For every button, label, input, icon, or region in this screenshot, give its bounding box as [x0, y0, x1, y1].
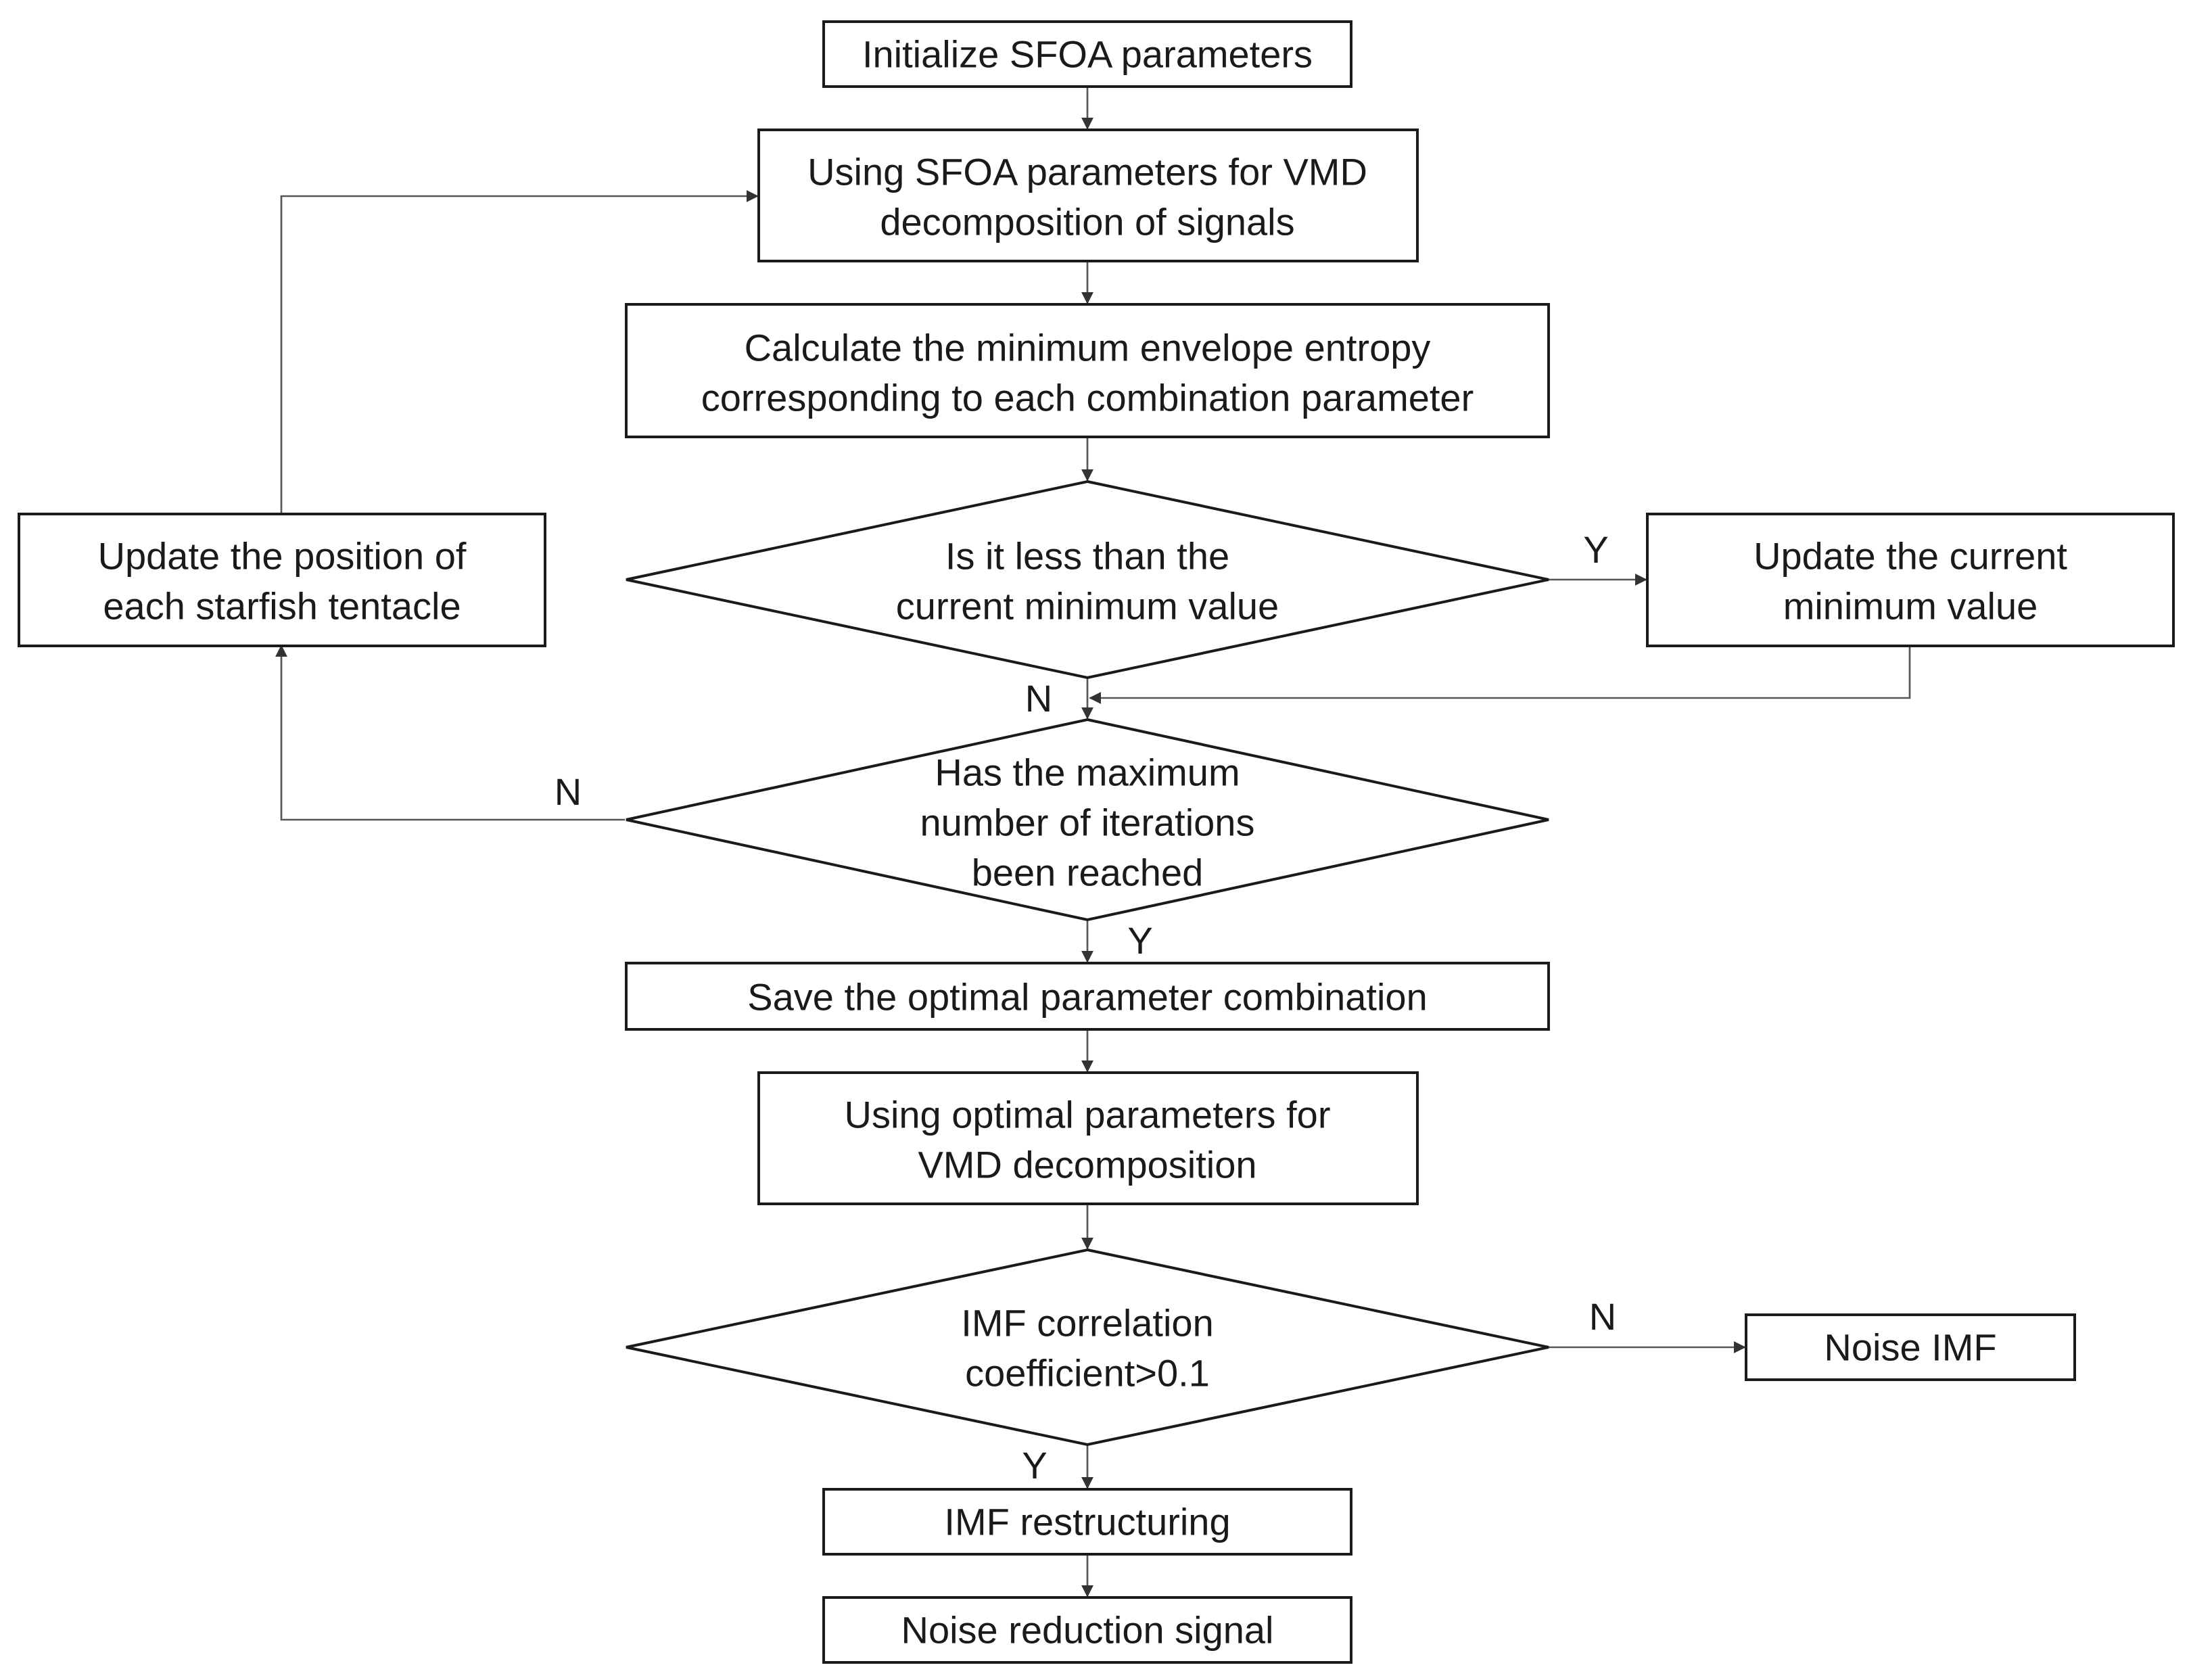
- node-label-line-1: Update the current: [1753, 535, 2067, 578]
- edge-update-min-return: [1089, 646, 1911, 704]
- node-vmd-sfoa: Using SFOA parameters for VMD decomposit…: [757, 129, 1419, 262]
- node-save-optimal: Save the optimal parameter combination: [625, 962, 1550, 1031]
- node-label-line-2: current minimum value: [896, 585, 1279, 628]
- label-corr-yes: Y: [1022, 1444, 1047, 1487]
- node-label: IMF restructuring: [944, 1501, 1230, 1543]
- label-corr-no: N: [1589, 1295, 1616, 1338]
- node-label: Save the optimal parameter combination: [747, 976, 1427, 1019]
- node-label-line-1: Using SFOA parameters for VMD: [807, 151, 1367, 193]
- node-label-line-1: Update the position of: [98, 535, 467, 578]
- label-iter-no: N: [555, 770, 582, 813]
- node-label-line-1: Has the maximum: [935, 751, 1240, 794]
- edge-update-pos-to-vmd: [280, 190, 759, 514]
- label-less-yes: Y: [1583, 528, 1608, 571]
- decision-imf-correlation: IMF correlation coefficient>0.1: [626, 1248, 1549, 1447]
- node-initialize-sfoa: Initialize SFOA parameters: [822, 20, 1352, 88]
- node-vmd-optimal: Using optimal parameters for VMD decompo…: [757, 1071, 1419, 1205]
- node-label-line-3: been reached: [972, 851, 1204, 894]
- node-update-min: Update the current minimum value: [1646, 513, 2175, 647]
- label-iter-yes: Y: [1127, 919, 1152, 962]
- node-label-line-1: Using optimal parameters for: [845, 1094, 1331, 1136]
- node-label-line-2: each starfish tentacle: [103, 585, 461, 628]
- node-calc-entropy: Calculate the minimum envelope entropy c…: [625, 303, 1550, 438]
- node-label: Noise IMF: [1824, 1326, 1996, 1369]
- edges: [275, 87, 1911, 1597]
- edge-labels: Y N N Y N Y: [555, 528, 1616, 1487]
- node-label: Noise reduction signal: [901, 1609, 1274, 1652]
- decision-max-iterations: Has the maximum number of iterations bee…: [626, 718, 1549, 922]
- node-label-line-2: coefficient>0.1: [965, 1352, 1210, 1395]
- node-label-line-2: decomposition of signals: [880, 201, 1294, 243]
- decision-less-than-min: Is it less than the current minimum valu…: [626, 480, 1549, 680]
- label-less-no: N: [1025, 677, 1052, 720]
- node-noise-imf: Noise IMF: [1745, 1313, 2076, 1381]
- node-label-line-2: corresponding to each combination parame…: [701, 377, 1474, 419]
- node-label-line-1: Is it less than the: [945, 535, 1229, 578]
- node-label-line-1: IMF correlation: [961, 1302, 1213, 1345]
- node-label-line-1: Calculate the minimum envelope entropy: [745, 327, 1431, 369]
- node-label-line-2: minimum value: [1783, 585, 2038, 628]
- node-label-line-2: VMD decomposition: [918, 1144, 1256, 1186]
- node-imf-restructuring: IMF restructuring: [822, 1488, 1352, 1556]
- edge-iter-to-update-pos: [275, 645, 625, 821]
- node-label: Initialize SFOA parameters: [862, 33, 1313, 76]
- node-noise-reduction-signal: Noise reduction signal: [822, 1596, 1352, 1664]
- node-label-line-2: number of iterations: [920, 801, 1255, 844]
- node-update-position: Update the position of each starfish ten…: [18, 513, 546, 647]
